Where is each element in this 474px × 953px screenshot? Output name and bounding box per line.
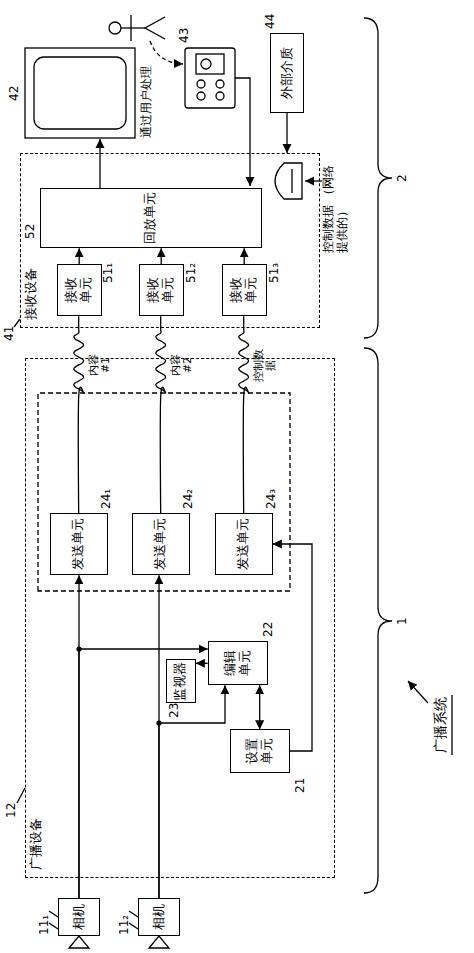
unit-box: 监视器 [166, 659, 196, 703]
annotation: 控制数据 （网络提供的） [322, 161, 350, 253]
signal-line [78, 575, 79, 898]
node-label: 接收单元 [229, 276, 259, 304]
unit-box: 外部介质 [270, 33, 304, 113]
callout-number: 21 [294, 778, 308, 793]
unit-box: 回放单元 [40, 188, 262, 248]
signal-line [161, 248, 162, 264]
junction-dot [156, 720, 161, 725]
signal-line [244, 248, 245, 264]
node-label: 监视器 [173, 662, 188, 701]
callout-number: 41 [3, 326, 17, 341]
remote-control [185, 48, 235, 108]
callout-number: 51₂ [185, 263, 199, 283]
system-arrow [408, 681, 428, 703]
media-drive-slot [291, 169, 292, 193]
brace [364, 18, 392, 338]
node-label: 相机 [72, 904, 87, 930]
node-label: 发送单元 [236, 518, 251, 570]
bracket-number: 1 [396, 617, 410, 625]
title-underline [451, 695, 452, 755]
callout-number: 11₂ [118, 915, 132, 935]
unit-box: 接收单元 [222, 264, 267, 316]
signal-line [159, 685, 225, 898]
system-title: 广播系统 [432, 697, 448, 753]
unit-box: 相机 [58, 898, 100, 936]
annotation: 通过用户处理 [140, 66, 154, 138]
user-figure [109, 22, 121, 34]
remote-button [216, 80, 224, 88]
device-group-box: 接收设备 接收单元 接收单元 接收单元 回放单元 [20, 153, 320, 328]
callout-number: 42 [8, 86, 22, 101]
callout-number: 11₁ [38, 915, 52, 935]
callout-number: 51₃ [268, 263, 282, 283]
callout-number: 23 [168, 703, 182, 718]
device-group-box: 广播设备 设置单元 编辑单元 监视器 发送单元 发送单元 发送单元 [25, 358, 335, 878]
callout-number: 12 [5, 803, 19, 818]
node-label: 发送单元 [71, 518, 86, 570]
control-arrow [235, 78, 250, 186]
node-label: 编辑单元 [223, 649, 253, 677]
node-label: 回放单元 [143, 192, 158, 244]
signal-line [286, 113, 287, 153]
unit-box: 发送单元 [50, 513, 108, 575]
unit-box: 设置单元 [230, 729, 290, 773]
remote-button [216, 92, 224, 100]
unit-box: 发送单元 [215, 513, 273, 575]
media-drive [275, 163, 302, 199]
remote-button [197, 80, 205, 88]
unit-box: 编辑单元 [208, 641, 268, 685]
transmitter-group [38, 393, 290, 591]
video-arrow [99, 139, 100, 188]
node-label: 接收单元 [146, 276, 176, 304]
tv-frame [25, 48, 135, 138]
junction-dot [76, 646, 81, 651]
signal-label: 内容 #1 [88, 348, 113, 382]
signal-line [259, 685, 260, 729]
callout-number: 24₁ [100, 489, 114, 509]
camera-lens [149, 936, 169, 948]
callout-number: 52 [24, 224, 38, 239]
callout-number: 44 [264, 14, 278, 29]
broadcast-signal [156, 316, 166, 513]
user-operation-arrow [150, 41, 183, 64]
bracket-number: 2 [396, 174, 410, 182]
signal-line [273, 544, 312, 751]
callout-number: 51₁ [102, 263, 116, 283]
signal-line [79, 649, 208, 898]
callout-number: 43 [178, 28, 192, 43]
broadcast-signal [239, 316, 249, 513]
unit-box: 接收单元 [139, 264, 184, 316]
signal-line [79, 248, 80, 264]
node-label: 广播设备 [29, 818, 44, 870]
node-label: 相机 [152, 904, 167, 930]
tv-screen [34, 57, 126, 129]
signal-label: 内容 #2 [170, 348, 195, 382]
unit-box: 发送单元 [132, 513, 190, 575]
node-label: 接收设备 [24, 268, 39, 320]
user-figure [121, 27, 145, 28]
node-label: 接收单元 [64, 276, 94, 304]
brace [364, 348, 392, 893]
node-label: 外部介质 [280, 47, 295, 99]
callout-number: 22 [262, 622, 276, 637]
callout-number: 24₃ [265, 489, 279, 509]
broadcast-signal [74, 316, 84, 513]
unit-box: 相机 [138, 898, 180, 936]
node-label: 发送单元 [153, 518, 168, 570]
signal-label: 控制数据 [253, 348, 278, 382]
unit-box: 接收单元 [57, 264, 102, 316]
remote-pad [201, 59, 211, 69]
camera-lens [69, 936, 89, 948]
callout-number: 24₂ [182, 489, 196, 509]
signal-line [158, 575, 159, 898]
signal-line [196, 663, 208, 664]
remote-pad [196, 54, 224, 74]
user-figure [145, 17, 165, 39]
user-figure [130, 15, 131, 41]
remote-button [197, 92, 205, 100]
leader-line [17, 788, 25, 803]
node-label: 设置单元 [245, 737, 275, 765]
